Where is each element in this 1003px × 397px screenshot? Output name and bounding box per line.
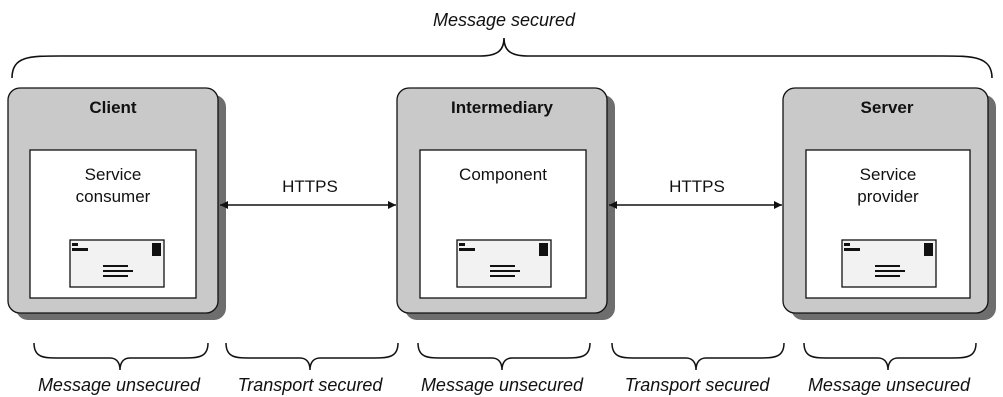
inner-line-2: provider [857, 187, 919, 206]
node-client: Client Service consumer [7, 87, 226, 320]
bottom-brace-2 [225, 342, 399, 371]
bottom-label-1: Message unsecured [38, 375, 201, 395]
envelope-icon [69, 239, 165, 288]
bottom-brace-1 [33, 342, 209, 371]
node-title: Server [861, 98, 914, 117]
link-label: HTTPS [669, 177, 725, 196]
link-intermediary-server: HTTPS [609, 177, 782, 209]
envelope-icon [841, 239, 937, 288]
top-brace-label: Message secured [433, 10, 576, 30]
inner-line-1: Service [85, 165, 142, 184]
bottom-label-3: Message unsecured [421, 375, 584, 395]
bottom-brace-4 [611, 342, 785, 371]
node-server: Server Service provider [782, 87, 996, 320]
inner-line-2: consumer [76, 187, 151, 206]
bottom-label-2: Transport secured [238, 375, 384, 395]
inner-line-1: Component [459, 165, 547, 184]
bottom-label-4: Transport secured [625, 375, 771, 395]
node-intermediary: Intermediary Component [396, 87, 615, 320]
inner-line-1: Service [860, 165, 917, 184]
link-client-intermediary: HTTPS [220, 177, 396, 209]
node-title: Client [89, 98, 137, 117]
top-brace [11, 37, 993, 79]
bottom-label-5: Message unsecured [808, 375, 971, 395]
node-title: Intermediary [451, 98, 554, 117]
envelope-icon [456, 239, 552, 288]
bottom-brace-5 [803, 342, 977, 371]
bottom-brace-3 [417, 342, 591, 371]
link-label: HTTPS [282, 177, 338, 196]
